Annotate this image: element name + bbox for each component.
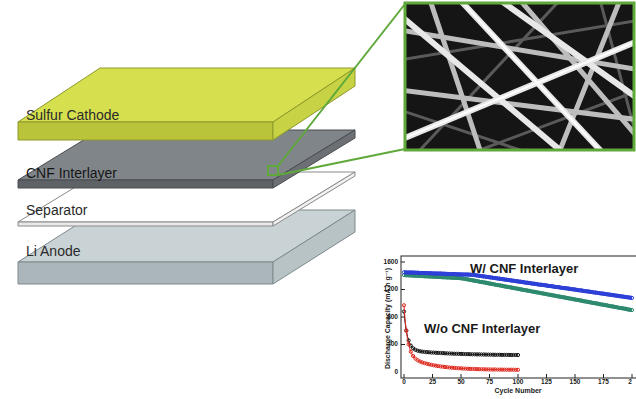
series-label: W/o CNF Interlayer [424,322,540,335]
tick-label: 50 [457,379,464,386]
tick-label: 125 [541,379,552,386]
cathode-slab: Sulfur Cathode [18,68,355,140]
tick-label: 150 [570,379,581,386]
tick-label: 25 [429,379,436,386]
series-label: W/ CNF Interlayer [470,262,578,275]
tick-label: 0 [402,379,406,386]
tick-label: 1200 [384,286,398,293]
tick-label: 2 [628,379,632,386]
tick-label: 175 [598,379,609,386]
layer-label: CNF Interlayer [26,165,117,181]
tick-label: 1600 [384,259,398,266]
tick-label: 800 [387,314,398,321]
layer-label: Sulfur Cathode [26,107,119,123]
layer-label: Li Anode [26,243,81,259]
tick-label: 0 [394,369,398,376]
slab-outline [18,68,355,140]
tick-label: 400 [387,341,398,348]
layer-label: Separator [26,202,87,218]
axis-title: Cycle Number [494,387,541,394]
tick-label: 100 [513,379,524,386]
tick-label: 75 [486,379,493,386]
